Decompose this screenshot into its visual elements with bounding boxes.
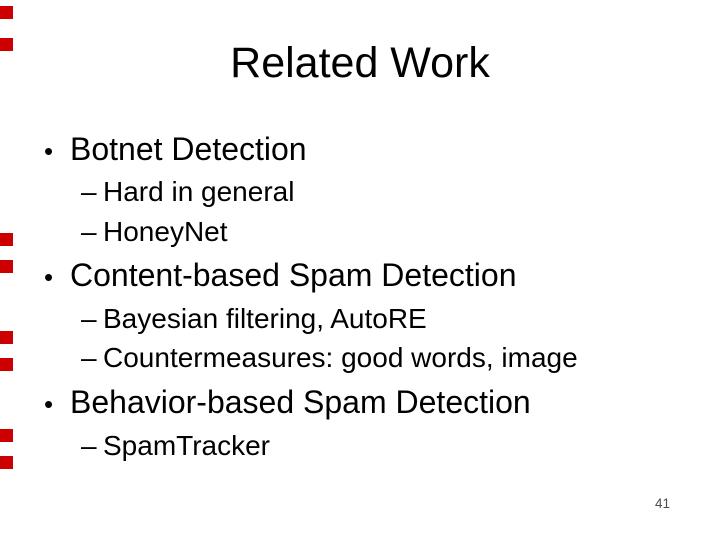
red-accent-square xyxy=(0,331,13,344)
sub-bullet-text: Countermeasures: good words, image xyxy=(103,342,578,373)
sub-bullet-text: Hard in general xyxy=(103,176,295,207)
red-accent-square xyxy=(0,233,13,246)
sub-bullet-text: Bayesian filtering, AutoRE xyxy=(103,303,427,334)
dash-marker: – xyxy=(81,176,97,207)
sub-bullet-line: –Bayesian filtering, AutoRE xyxy=(81,305,427,333)
bullet-marker: • xyxy=(44,389,54,419)
red-accent-square xyxy=(0,260,13,273)
sub-bullet-line: –Hard in general xyxy=(81,178,294,206)
red-accent-square xyxy=(0,6,13,19)
dash-marker: – xyxy=(81,303,97,334)
sub-bullet-line: –Countermeasures: good words, image xyxy=(81,344,578,372)
sub-bullet-line: –HoneyNet xyxy=(81,218,228,246)
red-accent-square xyxy=(0,38,13,51)
bullet-line: • Behavior-based Spam Detection xyxy=(44,386,531,418)
dash-marker: – xyxy=(81,342,97,373)
sub-bullet-line: –SpamTracker xyxy=(81,432,270,460)
slide-title: Related Work xyxy=(230,39,490,87)
sub-bullet-text: HoneyNet xyxy=(103,216,228,247)
dash-marker: – xyxy=(81,430,97,461)
red-accent-square xyxy=(0,429,13,442)
red-accent-square xyxy=(0,456,13,469)
dash-marker: – xyxy=(81,216,97,247)
bullet-line: • Botnet Detection xyxy=(44,133,307,165)
bullet-text: Botnet Detection xyxy=(70,131,307,167)
bullet-marker: • xyxy=(44,136,54,166)
bullet-line: • Content-based Spam Detection xyxy=(44,259,516,291)
bullet-text: Behavior-based Spam Detection xyxy=(70,384,531,420)
bullet-text: Content-based Spam Detection xyxy=(70,257,517,293)
page-number: 41 xyxy=(655,496,671,511)
bullet-marker: • xyxy=(44,262,54,292)
sub-bullet-text: SpamTracker xyxy=(103,430,271,461)
red-accent-square xyxy=(0,358,13,371)
